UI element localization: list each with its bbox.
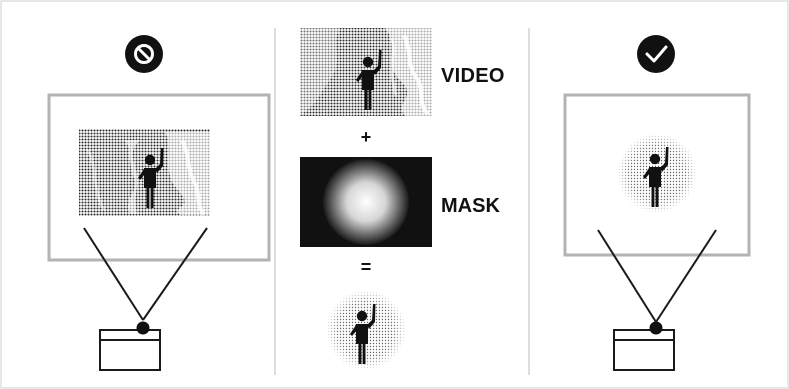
prohibited-icon [125,35,163,73]
mask-label: MASK [441,195,500,217]
left-projector-icon [100,322,160,371]
mask-thumbnail [300,157,432,247]
video-label: VIDEO [441,65,505,87]
right-projector-icon [614,322,674,371]
plus-operator: + [361,127,372,147]
checkmark-icon [637,35,675,73]
equals-operator: = [361,257,372,277]
